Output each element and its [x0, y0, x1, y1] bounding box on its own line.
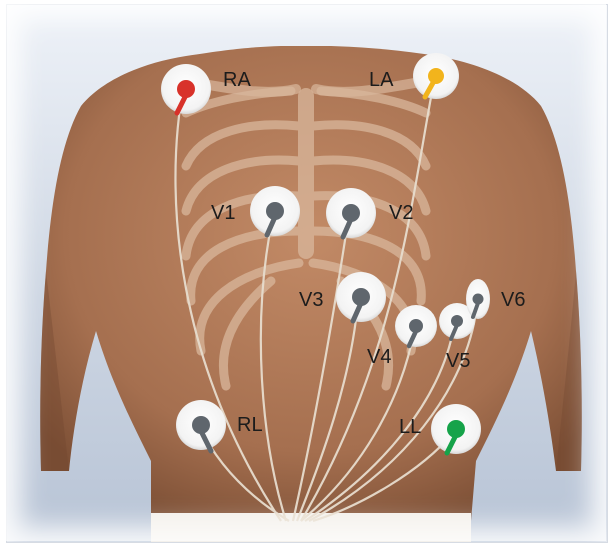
image-frame: RA LA V1 V2 [6, 4, 608, 543]
electrode-v1-label: V1 [211, 202, 235, 224]
electrode-v6-label: V6 [501, 289, 525, 311]
electrode-rl-label: RL [237, 414, 263, 436]
electrode-la-label: LA [369, 69, 394, 91]
electrode-v2-label: V2 [389, 202, 413, 224]
electrode-ra-label: RA [223, 69, 251, 91]
chest-electrode-diagram: RA LA V1 V2 [7, 5, 607, 542]
electrode-v5-label: V5 [446, 350, 470, 372]
electrode-ll-label: LL [399, 416, 421, 438]
electrode-v3-label: V3 [299, 289, 323, 311]
electrode-v4-label: V4 [367, 346, 391, 368]
